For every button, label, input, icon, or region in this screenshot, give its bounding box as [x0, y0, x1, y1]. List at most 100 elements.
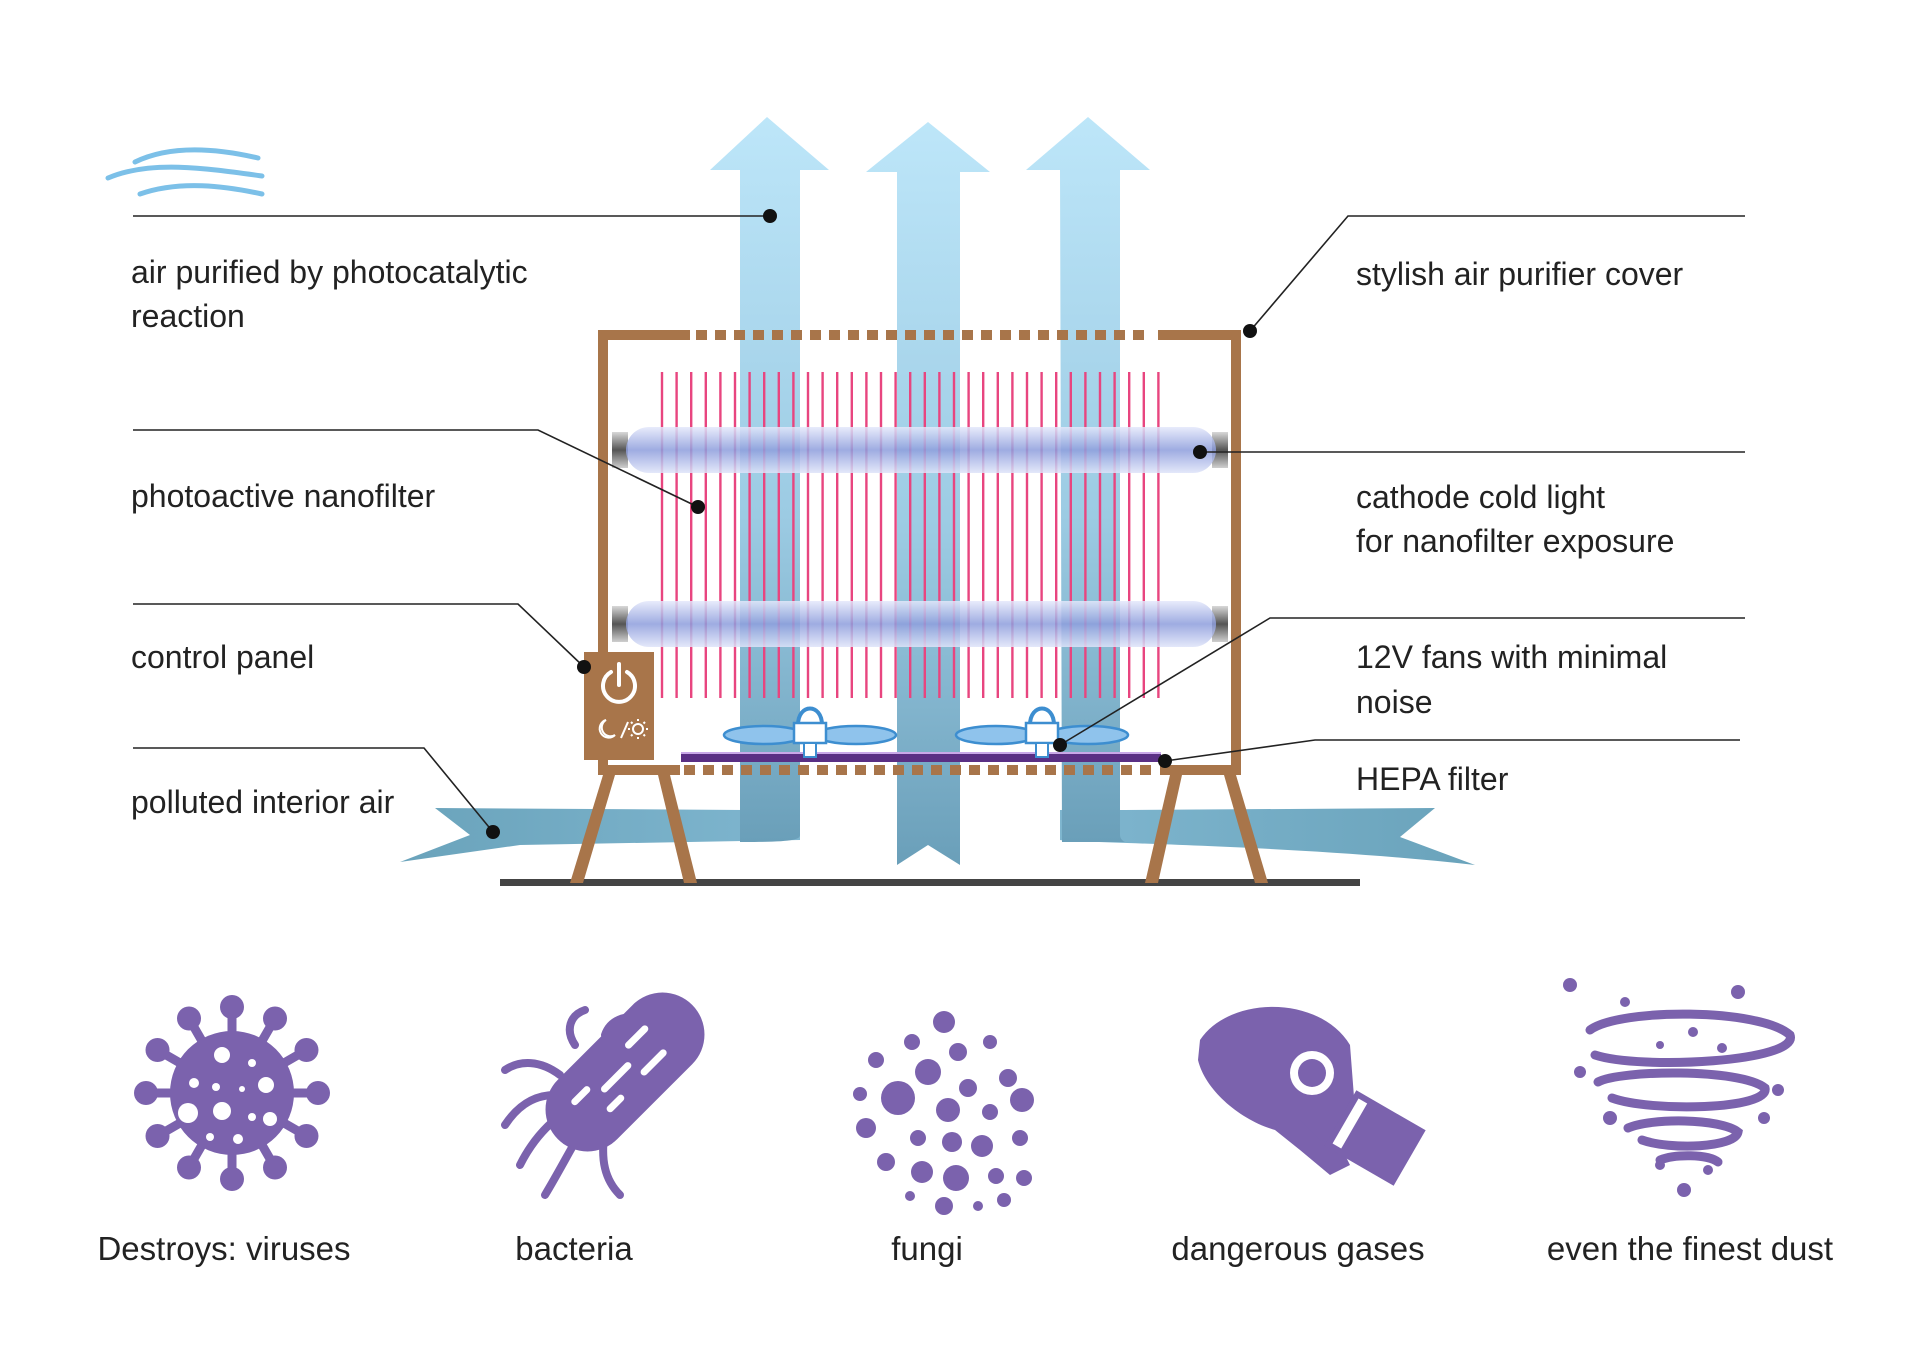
- spore: [959, 1079, 977, 1097]
- air-arrow-middle: [866, 122, 990, 865]
- air-arrow-right: [1026, 117, 1150, 842]
- virus-spike-tip: [220, 1167, 244, 1191]
- base-vent-slot: [988, 765, 999, 775]
- spore: [910, 1130, 926, 1146]
- virus-spike-tip: [220, 995, 244, 1019]
- base-vent-slot: [836, 765, 847, 775]
- cover-vent-slot: [905, 330, 916, 340]
- cover-vent-slot: [886, 330, 897, 340]
- base-vent-slot: [779, 765, 790, 775]
- virus-spike-tip: [263, 1155, 287, 1180]
- spore: [905, 1191, 915, 1201]
- cover-vent-slot: [1133, 330, 1144, 340]
- virus-spike-tip: [263, 1006, 287, 1031]
- spore: [999, 1069, 1017, 1087]
- spore: [877, 1153, 895, 1171]
- gas-mask-icon: [1198, 1006, 1426, 1186]
- spore: [997, 1193, 1011, 1207]
- cover-vent-slot: [829, 330, 840, 340]
- virus-icon: [134, 995, 330, 1191]
- base-vent-slot: [1083, 765, 1094, 775]
- leader-dots: [486, 209, 1257, 839]
- spore: [904, 1034, 920, 1050]
- spore: [868, 1052, 884, 1068]
- label-air-purified-line1: air purified by photocatalytic: [131, 254, 528, 290]
- label-cathode-line2: for nanofilter exposure: [1356, 523, 1674, 559]
- base-vent-slot: [760, 765, 771, 775]
- cover-vent-slot: [791, 330, 802, 340]
- air-waves-icon: [105, 147, 265, 197]
- base-vent-slot: [893, 765, 904, 775]
- virus-spike-tip: [294, 1124, 319, 1148]
- cover-vent-slot: [753, 330, 764, 340]
- cover-vent-slot: [734, 330, 745, 340]
- caption-dust: even the finest dust: [1547, 1230, 1833, 1267]
- cover-vent-slot: [981, 330, 992, 340]
- virus-spike-tip: [145, 1038, 170, 1062]
- inflow-air-right: [1060, 808, 1475, 865]
- base-vent-slot: [931, 765, 942, 775]
- cover-vent-slot: [1076, 330, 1087, 340]
- bacteria-icon: [501, 992, 705, 1199]
- cover-vent-slot: [1095, 330, 1106, 340]
- caption-gases: dangerous gases: [1171, 1230, 1424, 1267]
- cover-vent-slot: [1114, 330, 1125, 340]
- cover-vent-slot: [962, 330, 973, 340]
- cover-vent-slot: [924, 330, 935, 340]
- spore: [971, 1135, 993, 1157]
- air-arrow-left: [710, 117, 829, 842]
- base-vent-slot: [855, 765, 866, 775]
- label-cathode-line1: cathode cold light: [1356, 479, 1605, 515]
- control-panel: [584, 652, 654, 760]
- base-vent-slot: [722, 765, 733, 775]
- cover-vent-slot: [867, 330, 878, 340]
- spore: [1012, 1130, 1028, 1146]
- cover-vent-slot: [1038, 330, 1049, 340]
- caption-fungi: fungi: [891, 1230, 963, 1267]
- spore: [949, 1043, 967, 1061]
- fungi-spores-icon: [853, 1011, 1034, 1215]
- base-vent-slot: [1026, 765, 1037, 775]
- air-purifier-housing: [570, 330, 1268, 883]
- base-vent-slot: [1121, 765, 1132, 775]
- cover-vent-slot: [943, 330, 954, 340]
- power-icon[interactable]: [601, 662, 637, 704]
- spore: [943, 1165, 969, 1191]
- base-vent-slot: [1102, 765, 1113, 775]
- base-vent-slot: [703, 765, 714, 775]
- label-photoactive-nanofilter: photoactive nanofilter: [131, 478, 436, 514]
- label-polluted-interior-air: polluted interior air: [131, 784, 395, 820]
- spore: [915, 1059, 941, 1085]
- spore: [881, 1081, 915, 1115]
- base-vent-slot: [874, 765, 885, 775]
- cover-vent-slot: [1000, 330, 1011, 340]
- caption-viruses: Destroys: viruses: [97, 1230, 350, 1267]
- virus-spike-tip: [306, 1081, 330, 1105]
- caption-bacteria: bacteria: [515, 1230, 633, 1267]
- base-vent-slot: [817, 765, 828, 775]
- spore: [982, 1104, 998, 1120]
- base-vent-slot: [950, 765, 961, 775]
- cover-vent-slot: [772, 330, 783, 340]
- base-vent-slot: [798, 765, 809, 775]
- label-air-purified-line2: reaction: [131, 298, 245, 334]
- cover-vent-slot: [715, 330, 726, 340]
- base-vent-slot: [1045, 765, 1056, 775]
- base-vent-slot: [1064, 765, 1075, 775]
- label-control-panel: control panel: [131, 639, 314, 675]
- spore: [933, 1011, 955, 1033]
- base-vent-slot: [1140, 765, 1151, 775]
- cover-vent-slot: [696, 330, 707, 340]
- cathode-light-tube-top: [612, 427, 1228, 473]
- spore: [973, 1201, 983, 1211]
- floor-line: [500, 879, 1360, 886]
- spore: [942, 1132, 962, 1152]
- spore: [1010, 1088, 1034, 1112]
- spore: [988, 1168, 1004, 1184]
- moon-sun-icon[interactable]: [598, 719, 648, 739]
- base-vent-slot: [969, 765, 980, 775]
- spore: [1016, 1170, 1032, 1186]
- spore: [983, 1035, 997, 1049]
- spore: [935, 1197, 953, 1215]
